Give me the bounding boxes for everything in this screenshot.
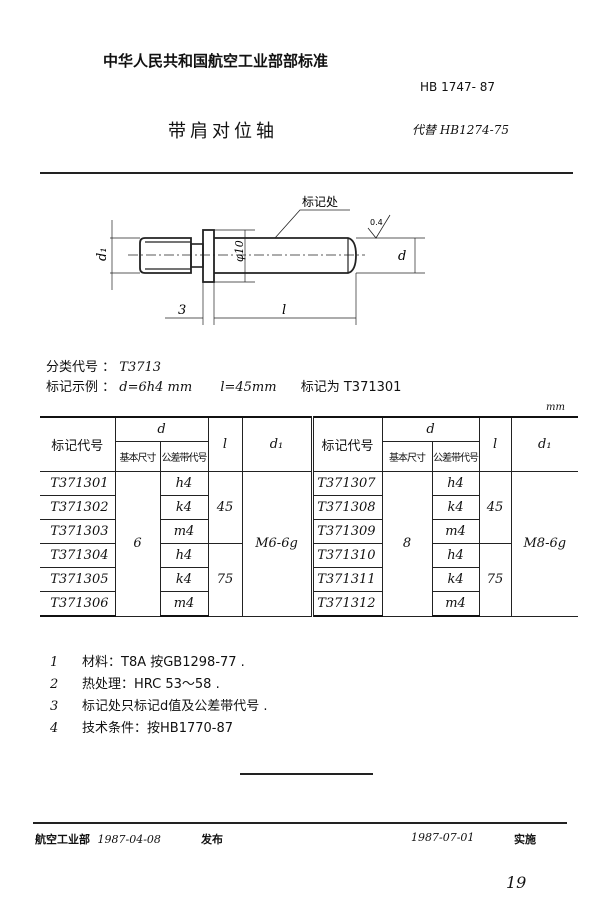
- issue-label: 发布: [201, 833, 223, 846]
- dim-phi10: φ10: [233, 240, 246, 262]
- tolerance: h4: [431, 471, 480, 496]
- mark-code: T371306: [40, 591, 116, 617]
- mark-code: T371305: [40, 567, 116, 592]
- thread-d1: M8-6g: [510, 471, 579, 617]
- mark-code: T371307: [310, 471, 383, 496]
- hdr-d1: d₁: [241, 416, 313, 472]
- mark-code: T371301: [40, 471, 116, 496]
- mark-code: T371312: [310, 591, 383, 617]
- mark-code: T371304: [40, 543, 116, 568]
- basic-size: 6: [114, 471, 161, 617]
- tolerance: k4: [159, 567, 209, 592]
- table-row: T371304 h4 75 T371310 h4 75: [40, 543, 578, 617]
- dim-l: l: [282, 303, 286, 318]
- basic-size: 8: [381, 471, 433, 617]
- length: 75: [207, 543, 243, 617]
- mark-code: T371310: [310, 543, 383, 568]
- notes-divider: [240, 773, 373, 775]
- header-divider: [40, 172, 573, 174]
- org-standard: 中华人民共和国航空工业部部标准: [103, 52, 329, 70]
- dim-d: d: [398, 249, 406, 264]
- tolerance: h4: [159, 543, 209, 568]
- mark-code: T371309: [310, 519, 383, 544]
- roughness-value: 0.4: [370, 218, 383, 227]
- table-row: T371303 m4 T371309 m4: [40, 519, 578, 544]
- tolerance: h4: [431, 543, 480, 568]
- standard-number: HB 1747- 87: [420, 80, 496, 94]
- hdr-tolerance: 公差带代号: [159, 441, 209, 472]
- tolerance: h4: [159, 471, 209, 496]
- table-row: T371302 k4 T371308 k4: [40, 495, 578, 520]
- hdr-basic-size-right: 基本尺寸: [381, 441, 433, 472]
- tolerance: m4: [431, 519, 480, 544]
- page-title: 带肩对位轴: [168, 121, 278, 142]
- mark-code: T371302: [40, 495, 116, 520]
- hdr-basic-size: 基本尺寸: [114, 441, 161, 472]
- table-row: T371306 m4 T371312 m4: [40, 591, 578, 617]
- footer-divider: [33, 822, 567, 824]
- mark-code: T371308: [310, 495, 383, 520]
- effective-date: 1987-07-01: [411, 831, 475, 844]
- hdr-d1-right: d₁: [510, 416, 579, 472]
- length: 45: [478, 471, 512, 544]
- tolerance: k4: [159, 495, 209, 520]
- tolerance: k4: [431, 567, 480, 592]
- category-line: 分类代号 ： T3713: [46, 360, 162, 375]
- tolerance: m4: [159, 519, 209, 544]
- table-row: T371305 k4 T371311 k4: [40, 567, 578, 592]
- hdr-l: l: [207, 416, 243, 472]
- shaft-drawing: d₁ φ10 d 3 l 标记处 0.4: [95, 195, 425, 325]
- hdr-tolerance-right: 公差带代号: [431, 441, 480, 472]
- tolerance: m4: [431, 591, 480, 617]
- mark-label: 标记处: [302, 195, 338, 209]
- hdr-d: d: [114, 416, 209, 442]
- mark-code: T371303: [40, 519, 116, 544]
- spec-table: 标记代号 d l d₁ 标记代号 d l d₁ 基本尺寸 公差带代号 基本尺寸 …: [40, 416, 579, 617]
- page-number: 19: [506, 873, 527, 892]
- thread-d1: M6-6g: [241, 471, 313, 617]
- issue-info: 航空工业部 1987-04-08: [35, 833, 161, 846]
- tolerance: m4: [159, 591, 209, 617]
- length: 45: [207, 471, 243, 544]
- dim-3: 3: [178, 303, 186, 318]
- hdr-mark-code-right: 标记代号: [310, 416, 383, 472]
- unit-label: mm: [546, 402, 565, 413]
- effective-label: 实施: [514, 833, 536, 846]
- mark-code: T371311: [310, 567, 383, 592]
- hdr-l-right: l: [478, 416, 512, 472]
- table-row: T371301 6 h4 45 M6-6g T371307 8 h4 45 M8…: [40, 471, 579, 617]
- length: 75: [478, 543, 512, 617]
- tolerance: k4: [431, 495, 480, 520]
- hdr-mark-code: 标记代号: [40, 416, 116, 472]
- hdr-d-right: d: [381, 416, 480, 442]
- example-line: 标记示例 ： d=6h4 mm l=45mm 标记为 T371301: [46, 380, 402, 395]
- replaces-standard: 代替 HB1274-75: [412, 123, 509, 137]
- dim-d1: d₁: [95, 247, 110, 261]
